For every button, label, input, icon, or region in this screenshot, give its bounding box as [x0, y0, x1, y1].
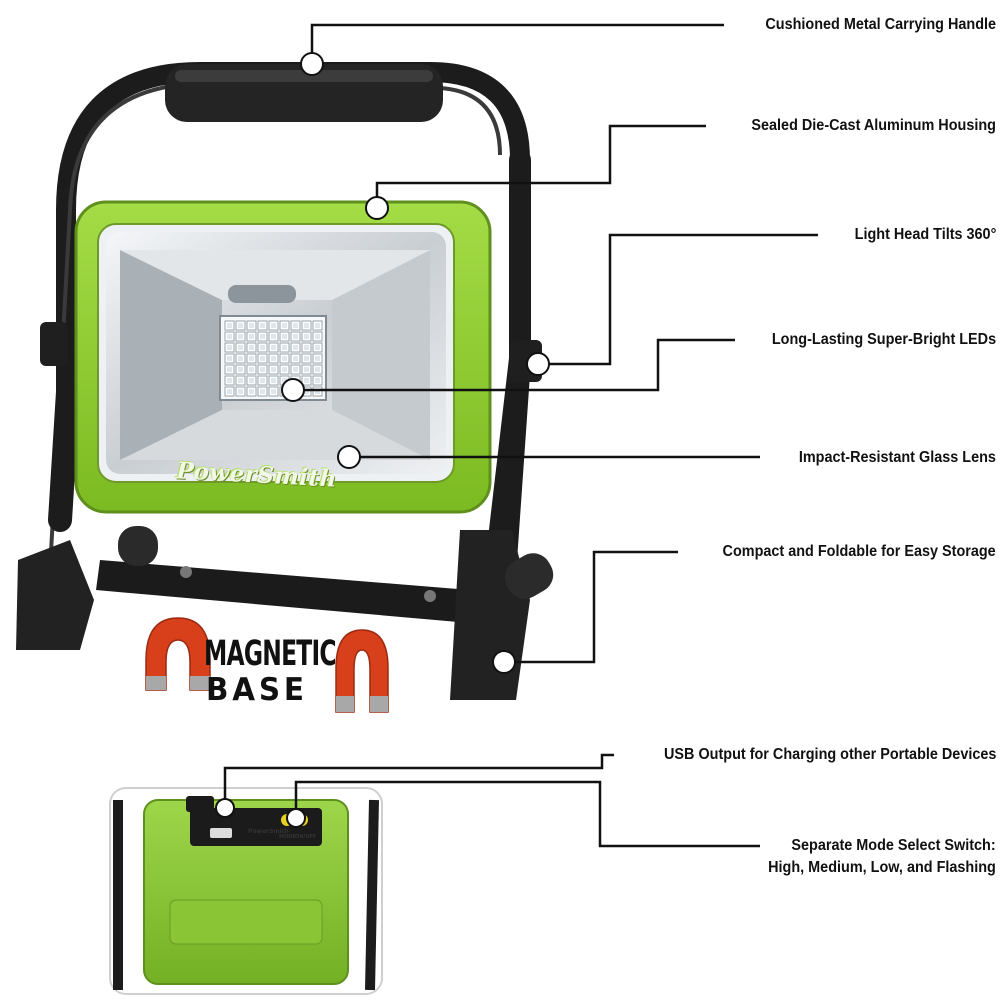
callout-lens: Impact-Resistant Glass Lens	[798, 449, 996, 466]
base-leg-left	[16, 540, 94, 650]
callout-leds: Long-Lasting Super-Bright LEDs	[771, 331, 996, 348]
callout-mode-line1: Separate Mode Select Switch:	[791, 837, 996, 854]
marker-leds	[281, 378, 305, 402]
on-off-label: ON/OFF	[295, 834, 317, 840]
marker-mode	[286, 808, 306, 828]
marker-tilt	[526, 352, 550, 376]
work-light-illustration	[16, 62, 554, 700]
callout-mode-line2: High, Medium, Low, and Flashing	[768, 859, 996, 876]
leader-housing	[375, 124, 706, 208]
folding-base	[96, 560, 470, 622]
back-panel-logo: PowerSmith	[248, 828, 289, 835]
mode-label: MODE	[279, 834, 296, 840]
callout-handle: Cushioned Metal Carrying Handle	[765, 16, 996, 33]
tilt-knob-left	[40, 322, 68, 366]
leader-mode	[294, 780, 760, 848]
callout-usb: USB Output for Charging other Portable D…	[663, 746, 996, 763]
callout-markers	[215, 52, 550, 828]
callout-housing: Sealed Die-Cast Aluminum Housing	[751, 117, 996, 134]
marker-usb	[215, 798, 235, 818]
usb-port-icon	[210, 828, 232, 838]
magnetic-label: MAGNETIC	[204, 634, 337, 675]
back-panel-inset	[109, 787, 383, 995]
leader-usb	[223, 753, 614, 808]
marker-lens	[337, 445, 361, 469]
marker-housing	[365, 196, 389, 220]
base-label: BASE	[206, 672, 308, 708]
magnetic-base-badge	[145, 617, 389, 713]
leader-leds	[293, 338, 735, 392]
leader-handle	[310, 23, 724, 64]
handle-frame-right	[439, 86, 502, 156]
callout-foldable: Compact and Foldable for Easy Storage	[722, 543, 996, 560]
leader-foldable	[504, 550, 678, 664]
callout-tilt: Light Head Tilts 360°	[854, 226, 996, 243]
marker-foldable	[492, 650, 516, 674]
leader-tilt	[538, 233, 818, 366]
marker-handle	[300, 52, 324, 76]
leader-lines	[223, 23, 818, 848]
